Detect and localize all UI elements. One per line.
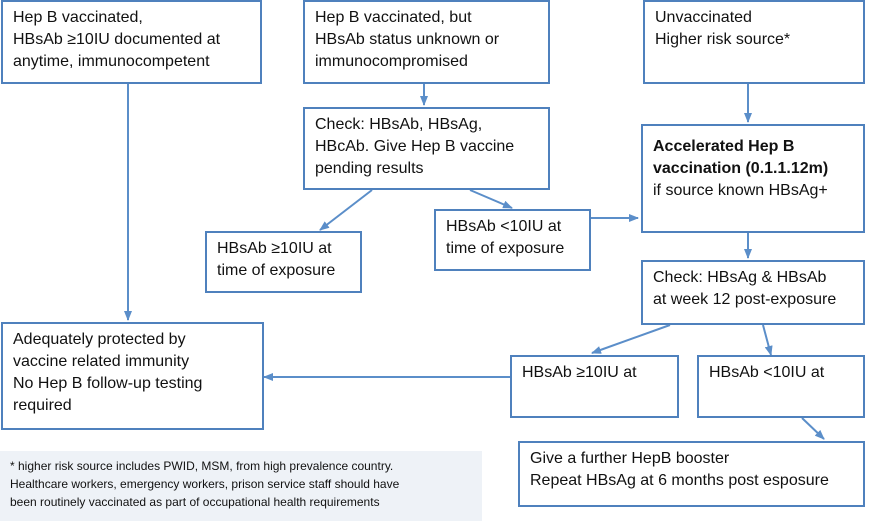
box-line: Adequately protected by — [13, 331, 186, 348]
box-accelerated-vaccination: Accelerated Hep B vaccination (0.1.1.12m… — [641, 124, 865, 233]
box-line: HBsAb status unknown or — [315, 31, 500, 48]
box-line: Check: HBsAb, HBsAg, — [315, 116, 483, 133]
box-vaccinated-unknown: Hep B vaccinated, but HBsAb status unkno… — [303, 0, 550, 84]
footnote-line: * higher risk source includes PWID, MSM,… — [10, 459, 394, 473]
box-check-bloods: Check: HBsAb, HBsAg, HBcAb. Give Hep B v… — [303, 107, 550, 190]
arrow-check-to-high — [319, 189, 373, 231]
box-line: HBsAb ≥10IU documented at — [13, 31, 221, 48]
box-line: time of exposure — [217, 262, 336, 279]
box-line: if source known HBsAg+ — [653, 182, 828, 199]
box-line: HBsAb ≥10IU at — [217, 240, 332, 257]
box-line: immunocompromised — [315, 53, 468, 70]
box-vaccinated-documented: Hep B vaccinated, HBsAb ≥10IU documented… — [1, 0, 262, 84]
box-line: Accelerated Hep B — [653, 138, 795, 155]
box-line: HBsAb ≥10IU at — [522, 364, 637, 381]
arrow-check-to-low — [469, 189, 513, 209]
box-line: required — [13, 397, 72, 414]
box-line: time of exposure — [446, 240, 565, 257]
box-hbsab-high-exposure: HBsAb ≥10IU at time of exposure — [205, 231, 362, 293]
box-line: Give a further HepB booster — [530, 450, 730, 467]
footnote-line: Healthcare workers, emergency workers, p… — [10, 477, 400, 491]
box-hbsab-low-at: HBsAb <10IU at — [697, 355, 865, 418]
box-line: Hep B vaccinated, but — [315, 9, 472, 26]
box-line: No Hep B follow-up testing — [13, 375, 203, 392]
arrow-week12-to-high — [591, 324, 671, 354]
box-line: Hep B vaccinated, — [13, 9, 143, 26]
box-line: HBsAb <10IU at — [709, 364, 825, 381]
box-protected: Adequately protected by vaccine related … — [1, 322, 264, 430]
footnote: * higher risk source includes PWID, MSM,… — [0, 451, 482, 521]
box-line: Unvaccinated — [655, 9, 752, 26]
box-check-week12: Check: HBsAg & HBsAb at week 12 post-exp… — [641, 260, 865, 325]
footnote-line: been routinely vaccinated as part of occ… — [10, 495, 380, 509]
box-booster: Give a further HepB booster Repeat HBsAg… — [518, 441, 865, 507]
box-unvaccinated: Unvaccinated Higher risk source* — [643, 0, 865, 84]
box-line: HBsAb <10IU at — [446, 218, 562, 235]
arrow-low-to-booster — [801, 417, 825, 440]
box-line: Higher risk source* — [655, 31, 791, 48]
arrow-week12-to-low — [762, 324, 773, 356]
box-hbsab-high-at: HBsAb ≥10IU at — [510, 355, 679, 418]
box-line: vaccine related immunity — [13, 353, 190, 370]
box-line: Repeat HBsAg at 6 months post esposure — [530, 472, 829, 489]
box-line: HBcAb. Give Hep B vaccine — [315, 138, 515, 155]
box-line: at week 12 post-exposure — [653, 291, 837, 308]
box-line: pending results — [315, 160, 424, 177]
box-hbsab-low-exposure: HBsAb <10IU at time of exposure — [434, 209, 591, 271]
box-line: Check: HBsAg & HBsAb — [653, 269, 827, 286]
box-line: vaccination (0.1.1.12m) — [653, 160, 829, 177]
box-line: anytime, immunocompetent — [13, 53, 210, 70]
